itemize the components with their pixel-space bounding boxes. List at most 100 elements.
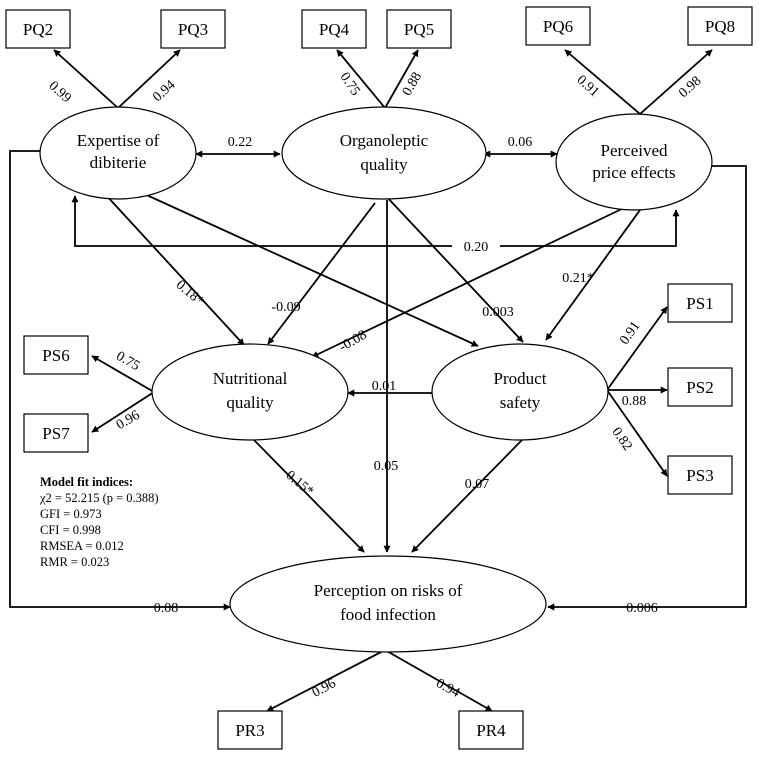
- coef-ps1: 0.91: [617, 319, 643, 348]
- coef-pq3: 0.94: [150, 78, 178, 106]
- cov-expertise-price: [71, 195, 680, 247]
- coef-ps2: 0.88: [622, 394, 647, 409]
- fit-chi2: χ2 = 52.215 (p = 0.388): [39, 491, 159, 505]
- coef-pq2: 0.99: [46, 79, 74, 107]
- path-nutritional-risk: [253, 439, 365, 553]
- fit-title: Model fit indices:: [40, 475, 133, 489]
- box-pr3: [217, 710, 283, 750]
- box-ps6-label: PS6: [42, 346, 69, 365]
- box-pq4-label: PQ4: [319, 20, 350, 39]
- box-pq2: [5, 9, 71, 49]
- coef-expertise-price: 0.20: [464, 240, 489, 255]
- latent-price-label-1: Perceived: [600, 141, 668, 160]
- box-pq4: [301, 9, 367, 49]
- box-ps1: [667, 283, 733, 323]
- coef-ps7: 0.96: [114, 408, 143, 433]
- latent-nutritional: [151, 343, 349, 441]
- latent-safety: [431, 343, 609, 441]
- box-ps1-label: PS1: [686, 294, 713, 313]
- path-price-risk: [547, 165, 747, 611]
- coef-safety-nutritional: 0.01: [372, 379, 397, 394]
- coef-expertise-nutritional: 0.18*: [173, 278, 207, 310]
- box-ps7-label: PS7: [42, 424, 70, 443]
- latent-nutritional-label-2: quality: [226, 393, 274, 412]
- latent-risk-label-1: Perception on risks of: [314, 581, 463, 600]
- box-pq3: [160, 9, 226, 49]
- box-ps2: [667, 367, 733, 407]
- fit-rmsea: RMSEA = 0.012: [40, 539, 124, 553]
- path-price-nutritional: [311, 205, 629, 358]
- box-pr4: [458, 710, 524, 750]
- path-safety-ps1: [606, 306, 668, 391]
- coef-pr3: 0.96: [310, 676, 339, 701]
- paths: [9, 49, 747, 712]
- latent-expertise-label-1: Expertise of: [77, 131, 160, 150]
- latent-nutritional-label-1: Nutritional: [213, 369, 288, 388]
- coef-price-safety: 0.21*: [562, 271, 594, 286]
- box-pr3-label: PR3: [235, 721, 264, 740]
- indicator-boxes: PQ2 PQ3 PQ4 PQ5 PQ6 PQ8 PS1 PS2 PS3 PS6 …: [5, 6, 753, 750]
- coef-price-risk: 0.006: [626, 601, 658, 616]
- fit-rmr: RMR = 0.023: [40, 555, 109, 569]
- path-price-safety: [545, 209, 641, 341]
- model-fit-indices: Model fit indices: χ2 = 52.215 (p = 0.38…: [39, 475, 159, 569]
- coef-organoleptic-risk: 0.05: [374, 459, 399, 474]
- path-risk-pr4: [384, 649, 493, 712]
- path-expertise-nutritional: [104, 193, 245, 346]
- coef-nutritional-risk: -0.15*: [279, 465, 316, 500]
- box-ps7: [23, 413, 89, 453]
- path-expertise-safety: [139, 191, 479, 347]
- path-organoleptic-nutritional: [267, 202, 376, 345]
- path-organoleptic-safety: [384, 194, 524, 343]
- box-pq5-label: PQ5: [404, 20, 434, 39]
- latent-risk: [229, 555, 547, 653]
- box-ps2-label: PS2: [686, 378, 713, 397]
- latent-price-label-2: price effects: [592, 163, 675, 182]
- path-organoleptic-pq5: [384, 49, 419, 109]
- coef-expertise-organoleptic: 0.22: [228, 135, 253, 150]
- path-price-pq8: [639, 49, 713, 115]
- box-ps3: [667, 455, 733, 495]
- latent-ellipses: Expertise of dibiterie Organoleptic qual…: [39, 106, 713, 653]
- path-organoleptic-pq4: [336, 49, 386, 109]
- coef-expertise-price-bg: [452, 237, 500, 255]
- latent-price: [555, 113, 713, 211]
- box-pq3-label: PQ3: [178, 20, 208, 39]
- coef-pq4: 0.75: [337, 70, 363, 99]
- coef-organoleptic-nutritional: -0.09: [271, 300, 300, 315]
- box-pq6-label: PQ6: [543, 17, 573, 36]
- box-ps6: [23, 335, 89, 375]
- box-ps3-label: PS3: [686, 466, 713, 485]
- path-price-pq6: [564, 49, 641, 115]
- path-expertise-risk: [9, 150, 231, 611]
- latent-safety-label-2: safety: [500, 393, 541, 412]
- path-expertise-pq2: [53, 49, 119, 109]
- fit-gfi: GFI = 0.973: [40, 507, 102, 521]
- path-safety-risk: [411, 439, 523, 553]
- latent-expertise: [39, 106, 197, 200]
- coef-ps3: 0.82: [608, 425, 634, 454]
- latent-expertise-label-2: dibiterie: [90, 153, 147, 172]
- fit-cfi: CFI = 0.998: [40, 523, 101, 537]
- path-nutritional-ps6: [91, 355, 155, 393]
- coef-organoleptic-price: 0.06: [508, 135, 533, 150]
- box-pq5: [386, 9, 452, 49]
- coef-expertise-safety: 0.003: [482, 305, 514, 320]
- box-pr4-label: PR4: [476, 721, 506, 740]
- latent-safety-label-1: Product: [494, 369, 547, 388]
- latent-organoleptic-label-2: quality: [360, 155, 408, 174]
- latent-organoleptic-label-1: Organoleptic: [340, 131, 429, 150]
- box-pq6: [525, 6, 591, 46]
- path-expertise-pq3: [117, 49, 181, 109]
- coef-safety-risk: 0.07: [465, 477, 490, 492]
- box-pq8-label: PQ8: [705, 17, 735, 36]
- coef-expertise-risk: 0.08: [154, 601, 179, 616]
- box-pq8: [687, 6, 753, 46]
- path-nutritional-ps7: [91, 391, 155, 433]
- path-safety-ps3: [606, 389, 668, 477]
- box-pq2-label: PQ2: [23, 20, 53, 39]
- latent-organoleptic: [281, 106, 487, 200]
- path-risk-pr3: [266, 649, 386, 712]
- latent-risk-label-2: food infection: [340, 605, 436, 624]
